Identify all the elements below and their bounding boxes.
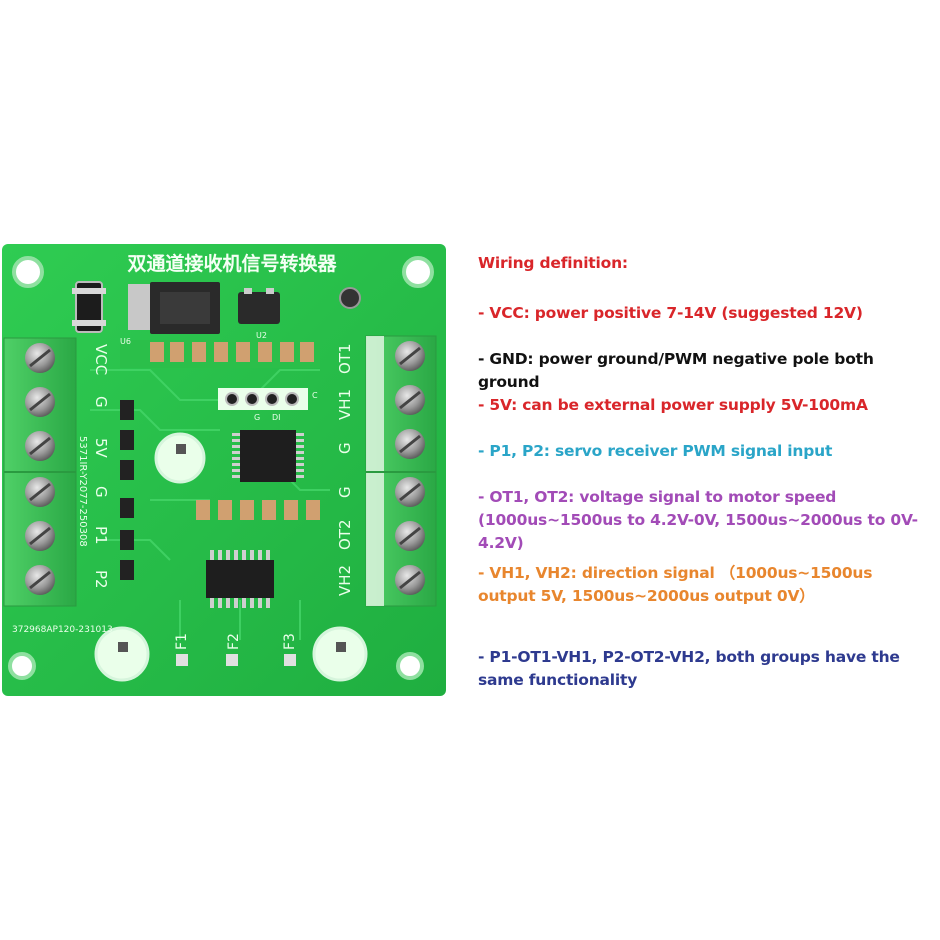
note-groups: - P1-OT1-VH1, P2-OT2-VH2, both groups ha… <box>478 648 900 689</box>
label-u6: U6 <box>120 337 131 346</box>
ic-lower <box>206 550 274 608</box>
electrolytic-caps-bottom <box>94 626 368 682</box>
label-p1: P1 <box>92 526 110 545</box>
label-g-left-1: G <box>92 396 110 408</box>
note-5v: - 5V: can be external power supply 5V-10… <box>478 396 868 414</box>
f-pads <box>176 654 296 666</box>
label-vh1: VH1 <box>336 389 354 420</box>
left-terminal-block <box>3 337 77 607</box>
board-title: 双通道接收机信号转换器 <box>127 252 337 275</box>
label-ot2: OT2 <box>336 519 354 550</box>
label-vh2: VH2 <box>336 565 354 596</box>
bottom-code: 372968AP120-231013 <box>12 625 113 635</box>
note-gnd: - GND: power ground/PWM negative pole bo… <box>478 350 874 391</box>
note-p1-p2: - P1, P2: servo receiver PWM signal inpu… <box>478 442 833 460</box>
label-vcc: VCC <box>92 344 110 375</box>
pcb-board-drawing: 双通道接收机信号转换器 <box>2 244 446 696</box>
label-f3: F3 <box>282 633 298 650</box>
header-label-di: DI <box>272 413 281 422</box>
label-g-left-2: G <box>92 486 110 498</box>
electrolytic-cap-center <box>154 432 206 484</box>
note-vh1-vh2: - VH1, VH2: direction signal （1000us~150… <box>478 564 873 605</box>
vertical-code: 5371IR-Y2077-250308 <box>77 436 88 547</box>
label-f1: F1 <box>174 633 190 650</box>
note-wiring-definition: Wiring definition: <box>478 254 628 272</box>
pcb-substrate <box>2 244 446 696</box>
header-label-g: G <box>254 413 260 422</box>
label-g-right-1: G <box>336 442 354 454</box>
label-ot1: OT1 <box>336 343 354 374</box>
header-label-c: C <box>312 391 318 400</box>
label-p2: P2 <box>92 570 110 589</box>
label-f2: F2 <box>226 633 242 650</box>
smd-row-middle <box>120 400 320 580</box>
ic-main <box>232 430 304 482</box>
pcb-board-photo: 双通道接收机信号转换器 <box>0 240 450 700</box>
note-ot1-ot2: - OT1, OT2: voltage signal to motor spee… <box>478 488 918 552</box>
label-u2: U2 <box>256 331 267 340</box>
label-5v: 5V <box>92 438 110 459</box>
label-g-right-2: G <box>336 486 354 498</box>
smd-row-top <box>150 342 314 362</box>
note-vcc: - VCC: power positive 7-14V (suggested 1… <box>478 304 863 322</box>
pin-header <box>218 388 308 410</box>
mounting-holes <box>8 256 434 680</box>
right-terminal-block <box>365 335 437 607</box>
